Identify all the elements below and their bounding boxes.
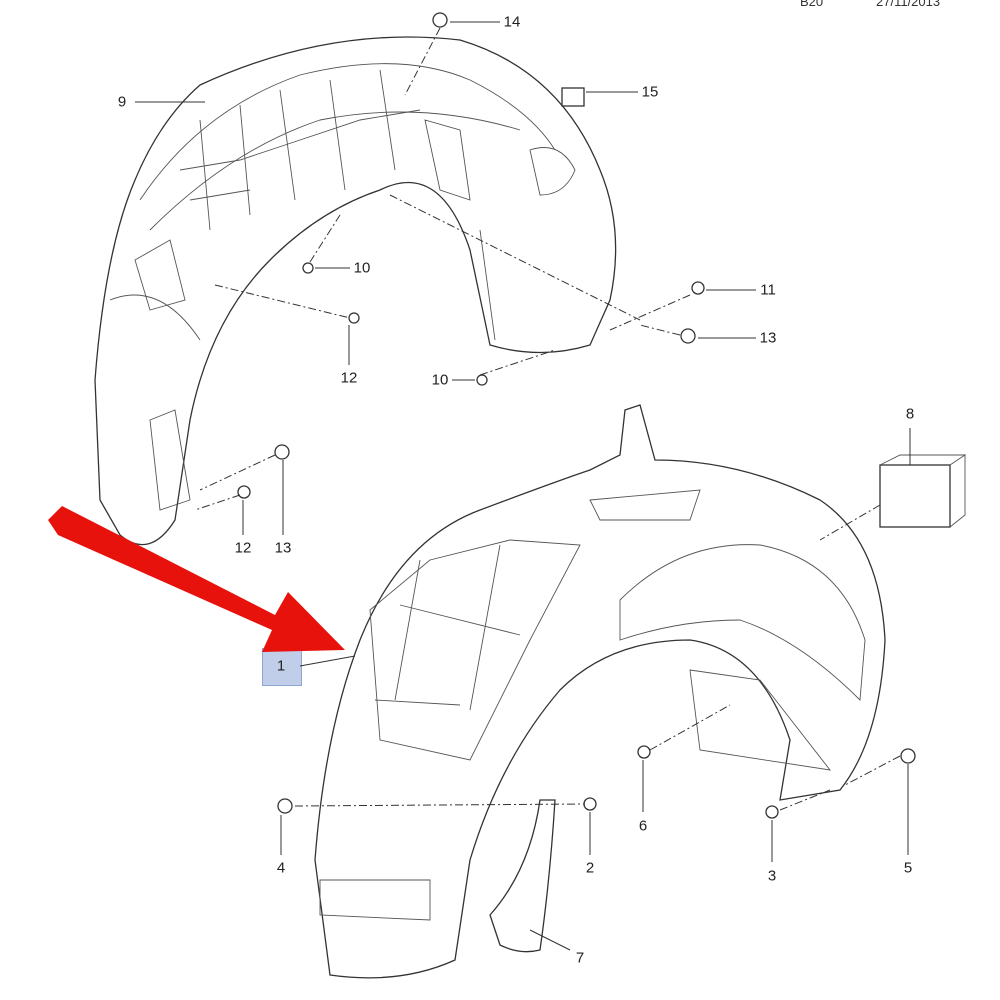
callout-6[interactable]: 6 [638,817,648,835]
callout-3[interactable]: 3 [767,867,777,885]
callout-12[interactable]: 12 [340,369,358,387]
callout-2[interactable]: 2 [585,859,595,877]
leader-lines [135,21,911,951]
part-8-block [879,464,951,528]
callout-9[interactable]: 9 [117,93,127,111]
diagram-code: B20 [800,0,824,9]
callout-14[interactable]: 14 [503,13,521,31]
callout-8[interactable]: 8 [905,405,915,423]
callout-7[interactable]: 7 [575,949,585,967]
callout-15[interactable]: 15 [641,83,659,101]
rear-wheel-liner-upper [94,36,617,546]
callout-13[interactable]: 13 [759,329,777,347]
callout-4[interactable]: 4 [276,859,286,877]
mud-flap-part-7 [489,799,556,953]
callout-12-lower[interactable]: 12 [234,539,252,557]
callout-10-lower[interactable]: 10 [431,371,449,389]
callout-13-lower[interactable]: 13 [274,539,292,557]
callout-5[interactable]: 5 [903,859,913,877]
red-pointer-arrow [48,506,345,652]
assembly-lines [194,27,901,811]
diagram-date: 27/11/2013 [876,0,941,9]
callout-10[interactable]: 10 [353,259,371,277]
callout-11[interactable]: 11 [760,281,776,299]
callout-1[interactable]: 1 [276,657,286,675]
fasteners [237,12,916,819]
highlighted-part-box[interactable] [262,648,302,686]
rear-wheel-liner-lower[interactable] [314,87,967,979]
part-15-block [561,87,585,107]
